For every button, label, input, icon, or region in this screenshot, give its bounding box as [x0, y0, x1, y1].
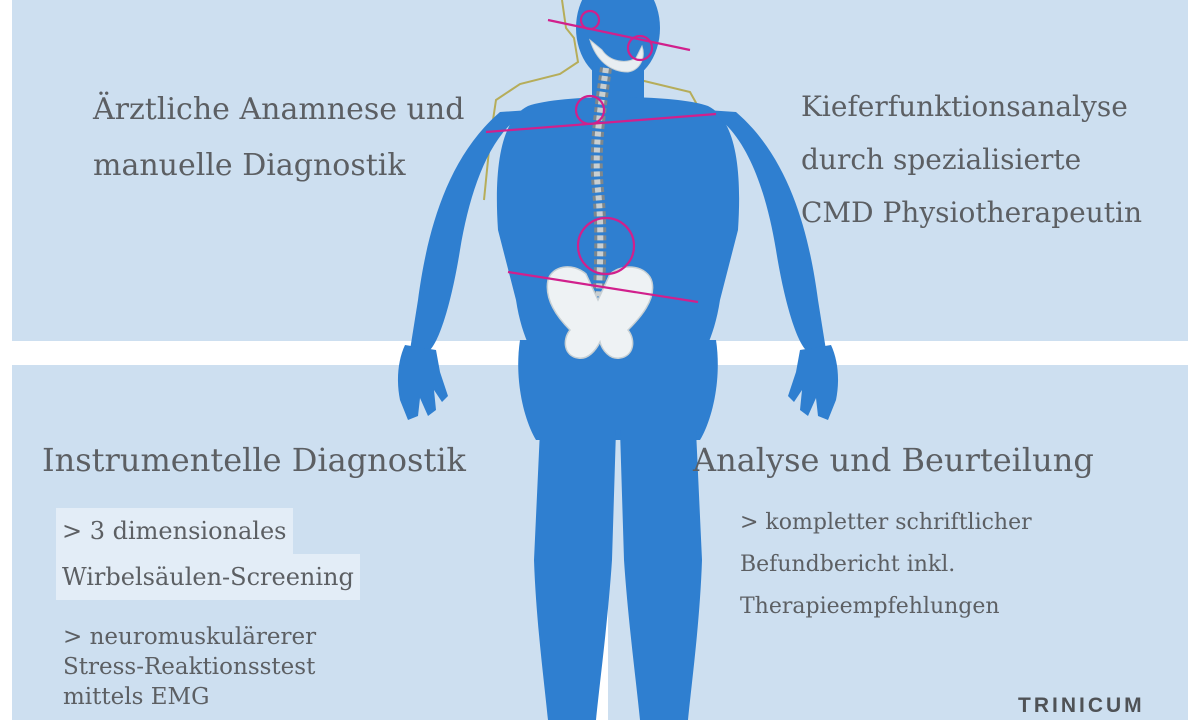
report-line-1: > kompletter schriftlicher — [740, 510, 1032, 535]
jaw-analysis-line-2: durch spezialisierte — [801, 143, 1082, 176]
body-silhouette — [397, 0, 839, 720]
emg-test-line-2: Stress-Reaktionsstest — [63, 654, 316, 680]
report-line-2: Befundbericht inkl. — [740, 552, 956, 577]
report-item: > kompletter schriftlicher Befundbericht… — [740, 502, 1032, 628]
instrumental-diagnostics-heading: Instrumentelle Diagnostik — [42, 441, 466, 479]
jaw-analysis-text: Kieferfunktionsanalyse durch spezialisie… — [801, 80, 1142, 239]
emg-test-line-1: > neuromuskulärerer — [63, 624, 317, 650]
spine-screening-line-2: Wirbelsäulen-Screening — [56, 554, 360, 600]
emg-test-line-3: mittels EMG — [63, 684, 210, 710]
report-line-3: Therapieempfehlungen — [740, 594, 1000, 619]
brand-logo: TRINICUM — [1018, 694, 1145, 717]
spine-screening-line-1: > 3 dimensionales — [56, 508, 293, 554]
analysis-heading: Analyse und Beurteilung — [693, 441, 1094, 479]
spine — [590, 67, 612, 311]
anamnesis-line-2: manuelle Diagnostik — [93, 148, 406, 183]
spine-screening-item: > 3 dimensionales Wirbelsäulen-Screening — [56, 508, 360, 600]
jaw-analysis-line-3: CMD Physiotherapeutin — [801, 196, 1143, 229]
jaw-analysis-line-1: Kieferfunktionsanalyse — [801, 90, 1128, 123]
anamnesis-text: Ärztliche Anamnese und manuelle Diagnost… — [93, 82, 464, 194]
anamnesis-line-1: Ärztliche Anamnese und — [93, 92, 465, 127]
posture-markers — [485, 9, 717, 304]
panel-top-left — [12, 0, 592, 341]
emg-test-item: > neuromuskulärerer Stress-Reaktionsstes… — [63, 622, 316, 712]
